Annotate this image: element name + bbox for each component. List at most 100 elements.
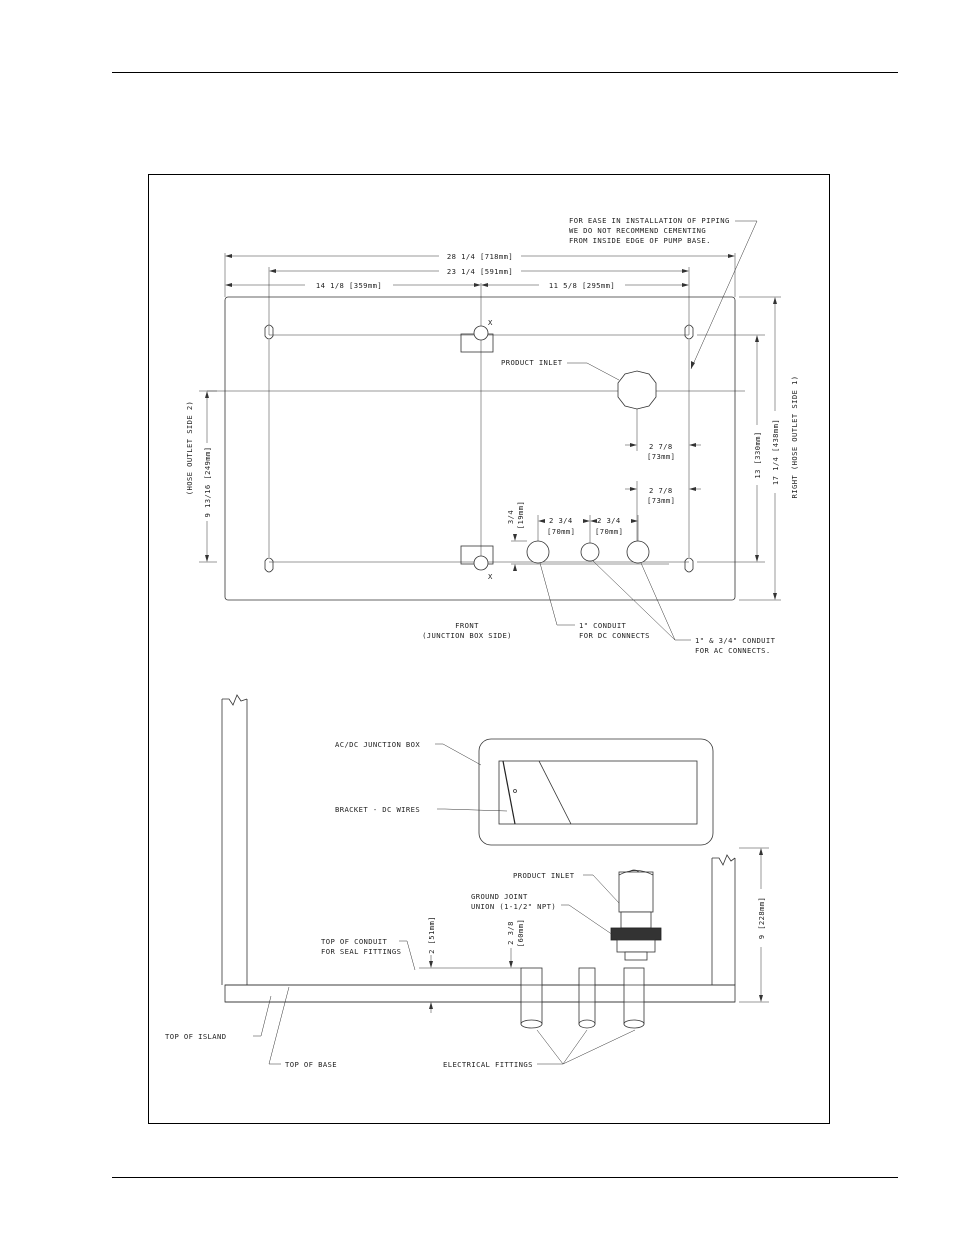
dim-left-side: 9 13/16 [249mm] (HOSE OUTLET SIDE 2) — [185, 390, 217, 563]
junction-box — [478, 738, 714, 846]
dc-conduit-pipe — [520, 967, 543, 1025]
electrical-leader-3 — [562, 1029, 636, 1065]
dim-union-height-line-1: 2 3/8 — [506, 921, 515, 945]
pump-base-plan — [207, 283, 745, 601]
label-front-line-1: FRONT — [455, 621, 479, 630]
label-right-side: RIGHT (HOSE OUTLET SIDE 1) — [790, 376, 799, 499]
dc-bracket-line — [502, 760, 516, 825]
bracket-screw — [513, 789, 517, 793]
dim-inlet-offset-a-line-1: 2 7/8 — [649, 442, 673, 451]
union-collar — [610, 927, 662, 941]
label-front-line-2: (JUNCTION BOX SIDE) — [422, 631, 512, 640]
dim-union-height: 2 3/8 [60mm] — [506, 919, 525, 968]
product-inlet-elev-leader — [583, 874, 620, 904]
island-elevation — [221, 694, 736, 1029]
electrical-leader-1 — [536, 1029, 564, 1065]
dim-overall-height: 9 [228mm] — [739, 847, 769, 1003]
label-union-line-1: GROUND JOINT — [471, 892, 528, 901]
note-piping-line-1: FOR EASE IN INSTALLATION OF PIPING — [569, 216, 730, 225]
top-island-leader — [253, 995, 272, 1037]
dim-overall-width: 28 1/4 [718mm] — [224, 252, 736, 297]
label-product-inlet-plan: PRODUCT INLET — [501, 358, 563, 367]
dc-conduit-circle — [526, 540, 550, 564]
left-wall-break — [222, 694, 248, 706]
label-ac-conduit-line-2: FOR AC CONNECTS. — [695, 646, 771, 655]
ac-conduit-large-end — [623, 1019, 645, 1029]
dim-conduit-offset-line-1: 3/4 — [506, 510, 515, 524]
note-piping-leader — [690, 220, 758, 370]
dim-inlet-offset-a: 2 7/8 [73mm] — [625, 409, 701, 461]
dim-center-to-right-text: 11 5/8 [295mm] — [549, 281, 615, 290]
ac-conduit-small-end — [578, 1019, 596, 1029]
dim-conduit-spacing-b-line-1: 2 3/4 — [597, 516, 621, 525]
label-top-island: TOP OF ISLAND — [165, 1032, 226, 1041]
dim-overall-width-text: 28 1/4 [718mm] — [447, 252, 513, 261]
dim-overall-depth-text: 17 1/4 [438mm] — [771, 419, 780, 485]
dim-inner-depth-text: 13 [330mm] — [753, 431, 762, 478]
ac-conduit-large-circle — [626, 540, 650, 564]
page-header-rule — [112, 72, 898, 73]
dim-inner-depth: 13 [330mm] — [697, 334, 765, 563]
label-left-side: (HOSE OUTLET SIDE 2) — [185, 401, 194, 496]
dim-conduit-height-text: 2 [51mm] — [427, 916, 436, 954]
label-product-inlet-elev: PRODUCT INLET — [513, 871, 575, 880]
note-piping-line-2: WE DO NOT RECOMMEND CEMENTING — [569, 226, 706, 235]
top-mount-hole — [473, 325, 489, 341]
junction-box-window — [498, 760, 698, 825]
label-junction-box: AC/DC JUNCTION BOX — [335, 740, 420, 749]
bracket-leader — [437, 808, 508, 812]
dim-inlet-offset-b-line-2: [73mm] — [647, 496, 675, 505]
dim-conduit-spacing-b-line-2: [70mm] — [595, 527, 623, 536]
installation-drawing: 28 1/4 [718mm] 23 1/4 [591mm] 14 1/8 [35… — [165, 216, 799, 1069]
bottom-mount-hole — [473, 555, 489, 571]
dim-inlet-offset-b: 2 7/8 [73mm] — [625, 481, 701, 541]
ac-conduit-pipe-small — [578, 967, 596, 1025]
product-inlet-octagon — [617, 370, 657, 410]
ac-conduit-leader-large — [640, 562, 676, 641]
drawing-frame: 28 1/4 [718mm] 23 1/4 [591mm] 14 1/8 [35… — [148, 174, 830, 1124]
label-top-base: TOP OF BASE — [285, 1060, 337, 1069]
dim-overall-height-text: 9 [228mm] — [757, 897, 766, 940]
label-dc-conduit-line-2: FOR DC CONNECTS — [579, 631, 650, 640]
note-piping-line-3: FROM INSIDE EDGE OF PUMP BASE. — [569, 236, 711, 245]
page-footer-rule — [112, 1177, 898, 1178]
bolt-slot-tr — [684, 324, 694, 340]
union-leader — [561, 904, 614, 936]
dim-conduit-height: 2 [51mm] — [427, 916, 436, 1013]
dim-center-split: 14 1/8 [359mm] 11 5/8 [295mm] — [225, 281, 689, 290]
label-union-line-2: UNION (1-1/2" NPT) — [471, 902, 556, 911]
product-inlet-leader — [567, 362, 620, 381]
dim-inlet-offset-b-line-1: 2 7/8 — [649, 486, 673, 495]
top-base-leader — [268, 986, 290, 1065]
dim-conduit-spacing-a-line-1: 2 3/4 — [549, 516, 573, 525]
dim-conduit-offset: 3/4 [19mm] — [506, 501, 527, 571]
junction-box-outer — [478, 738, 714, 846]
electrical-leader-2 — [562, 1029, 588, 1065]
base-outline — [224, 296, 736, 601]
product-inlet-pipe — [618, 871, 654, 913]
union-lower-nut — [616, 939, 656, 953]
dim-bolt-width: 23 1/4 [591mm] — [268, 267, 690, 335]
dim-conduit-offset-line-2: [19mm] — [516, 501, 525, 529]
ac-conduit-pipe-large — [623, 967, 645, 1025]
dim-left-to-center-text: 14 1/8 [359mm] — [316, 281, 382, 290]
dc-conduit-leader — [539, 562, 575, 626]
top-conduit-leader — [399, 940, 416, 971]
junction-box-leader — [435, 743, 482, 766]
dim-inlet-offset-a-line-2: [73mm] — [647, 452, 675, 461]
dim-overall-depth: 17 1/4 [438mm] RIGHT (HOSE OUTLET SIDE 1… — [739, 296, 799, 601]
union-upper-nut — [620, 911, 652, 929]
dim-conduit-spacing: 2 3/4 [70mm] 2 3/4 [70mm] — [537, 515, 639, 543]
right-wall-break — [712, 854, 736, 866]
product-inlet-pipe-cut-2 — [628, 869, 640, 873]
label-top-conduit-line-1: TOP OF CONDUIT — [321, 937, 387, 946]
label-top-conduit-line-2: FOR SEAL FITTINGS — [321, 947, 401, 956]
dc-conduit-end — [520, 1019, 543, 1029]
union-tail — [624, 951, 648, 961]
ac-conduit-small-circle — [580, 542, 600, 562]
bolt-slot-br — [684, 557, 694, 573]
dim-bolt-width-text: 23 1/4 [591mm] — [447, 267, 513, 276]
label-ac-conduit-line-1: 1" & 3/4" CONDUIT — [695, 636, 776, 645]
dim-conduit-spacing-a-line-2: [70mm] — [547, 527, 575, 536]
marker-x-bottom: X — [488, 572, 493, 581]
